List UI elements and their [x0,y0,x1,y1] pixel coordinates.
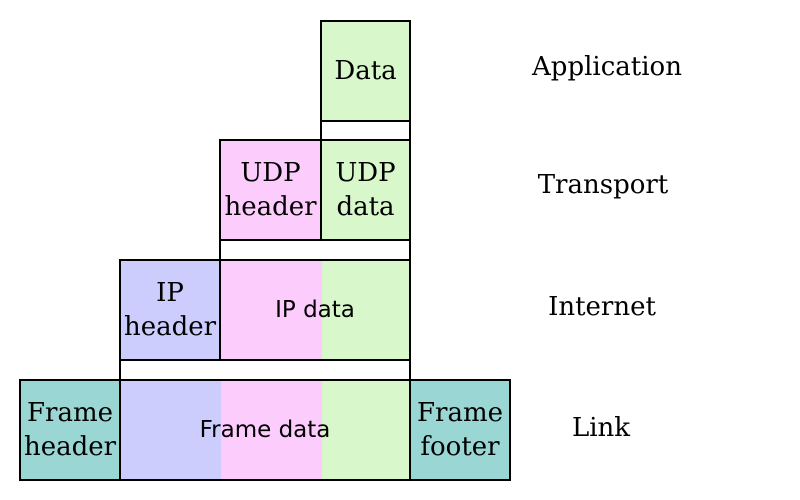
ip-header-line2: header [123,312,217,342]
transport-layer-label: Transport [537,170,669,200]
udp-header-line1: UDP [240,158,301,188]
frame-header-line1: Frame [26,398,113,428]
ip-data-udp-data-segment [322,261,409,359]
udp-header-line2: header [224,192,317,222]
udp-header-box: UDP header [219,139,322,241]
application-transport-connector [320,120,411,141]
ip-data-udp-header-segment [221,261,322,359]
frame-footer-box: Frame footer [409,379,511,481]
internet-layer-label: Internet [548,292,656,322]
application-layer-label: Application [532,52,682,82]
udp-data-line2: data [336,192,395,222]
ip-data-label: IP data [275,297,355,323]
frame-data-udp-header-segment [221,381,322,479]
udp-data-line1: UDP [335,158,396,188]
frame-data-label: Frame data [199,417,331,443]
internet-link-connector [119,359,411,381]
udp-data-box: UDP data [320,139,411,241]
frame-data-box: Frame data [119,379,411,481]
frame-header-line2: header [23,432,117,462]
frame-data-udp-data-segment [322,381,409,479]
application-data-label: Data [334,56,397,86]
ip-header-line1: IP [156,278,184,308]
transport-internet-connector [219,239,411,261]
frame-data-ip-header-segment [121,381,221,479]
application-data-box: Data [320,20,411,122]
frame-footer-line1: Frame [416,398,503,428]
frame-header-box: Frame header [19,379,121,481]
ip-header-box: IP header [119,259,221,361]
link-layer-label: Link [571,413,631,443]
frame-footer-line2: footer [420,432,500,462]
ip-data-box: IP data [219,259,411,361]
